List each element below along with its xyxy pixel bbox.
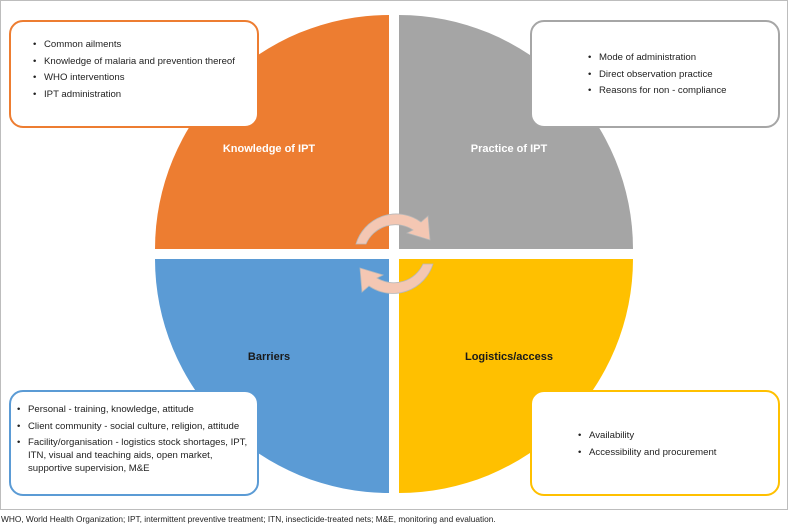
list-item: Client community - social culture, relig… xyxy=(17,421,249,434)
practice-quadrant xyxy=(399,15,633,249)
knowledge-quadrant xyxy=(155,15,389,249)
cycle-diagram xyxy=(155,15,633,493)
barriers-label: Barriers xyxy=(247,351,291,363)
barriers-list: Personal - training, knowledge, attitude… xyxy=(17,404,249,475)
figure-caption: WHO, World Health Organization; IPT, int… xyxy=(1,514,496,524)
logistics-details-box: Availability Accessibility and procureme… xyxy=(530,390,780,496)
list-item: Mode of administration xyxy=(588,52,768,65)
knowledge-list: Common ailments Knowledge of malaria and… xyxy=(33,39,247,102)
logistics-label: Logistics/access xyxy=(464,351,554,363)
list-item: Reasons for non - compliance xyxy=(588,85,768,98)
barriers-details-box: Personal - training, knowledge, attitude… xyxy=(9,390,259,496)
knowledge-label: Knowledge of IPT xyxy=(222,143,316,155)
list-item: Direct observation practice xyxy=(588,69,768,82)
practice-label: Practice of IPT xyxy=(470,143,548,155)
logistics-list: Availability Accessibility and procureme… xyxy=(578,430,768,459)
barriers-quadrant xyxy=(155,259,389,493)
list-item: WHO interventions xyxy=(33,72,247,85)
list-item: Accessibility and procurement xyxy=(578,447,768,460)
cycle-arrow-top xyxy=(355,213,431,245)
list-item: Personal - training, knowledge, attitude xyxy=(17,404,249,417)
knowledge-details-box: Common ailments Knowledge of malaria and… xyxy=(9,20,259,128)
list-item: Common ailments xyxy=(33,39,247,52)
practice-list: Mode of administration Direct observatio… xyxy=(588,52,768,98)
practice-details-box: Mode of administration Direct observatio… xyxy=(530,20,780,128)
cycle-arrow-bottom xyxy=(359,263,434,294)
cycle-arrows xyxy=(355,213,434,294)
list-item: IPT administration xyxy=(33,89,247,102)
list-item: Knowledge of malaria and prevention ther… xyxy=(33,56,247,69)
logistics-quadrant xyxy=(399,259,633,493)
list-item: Facility/organisation - logistics stock … xyxy=(17,437,249,475)
list-item: Availability xyxy=(578,430,768,443)
